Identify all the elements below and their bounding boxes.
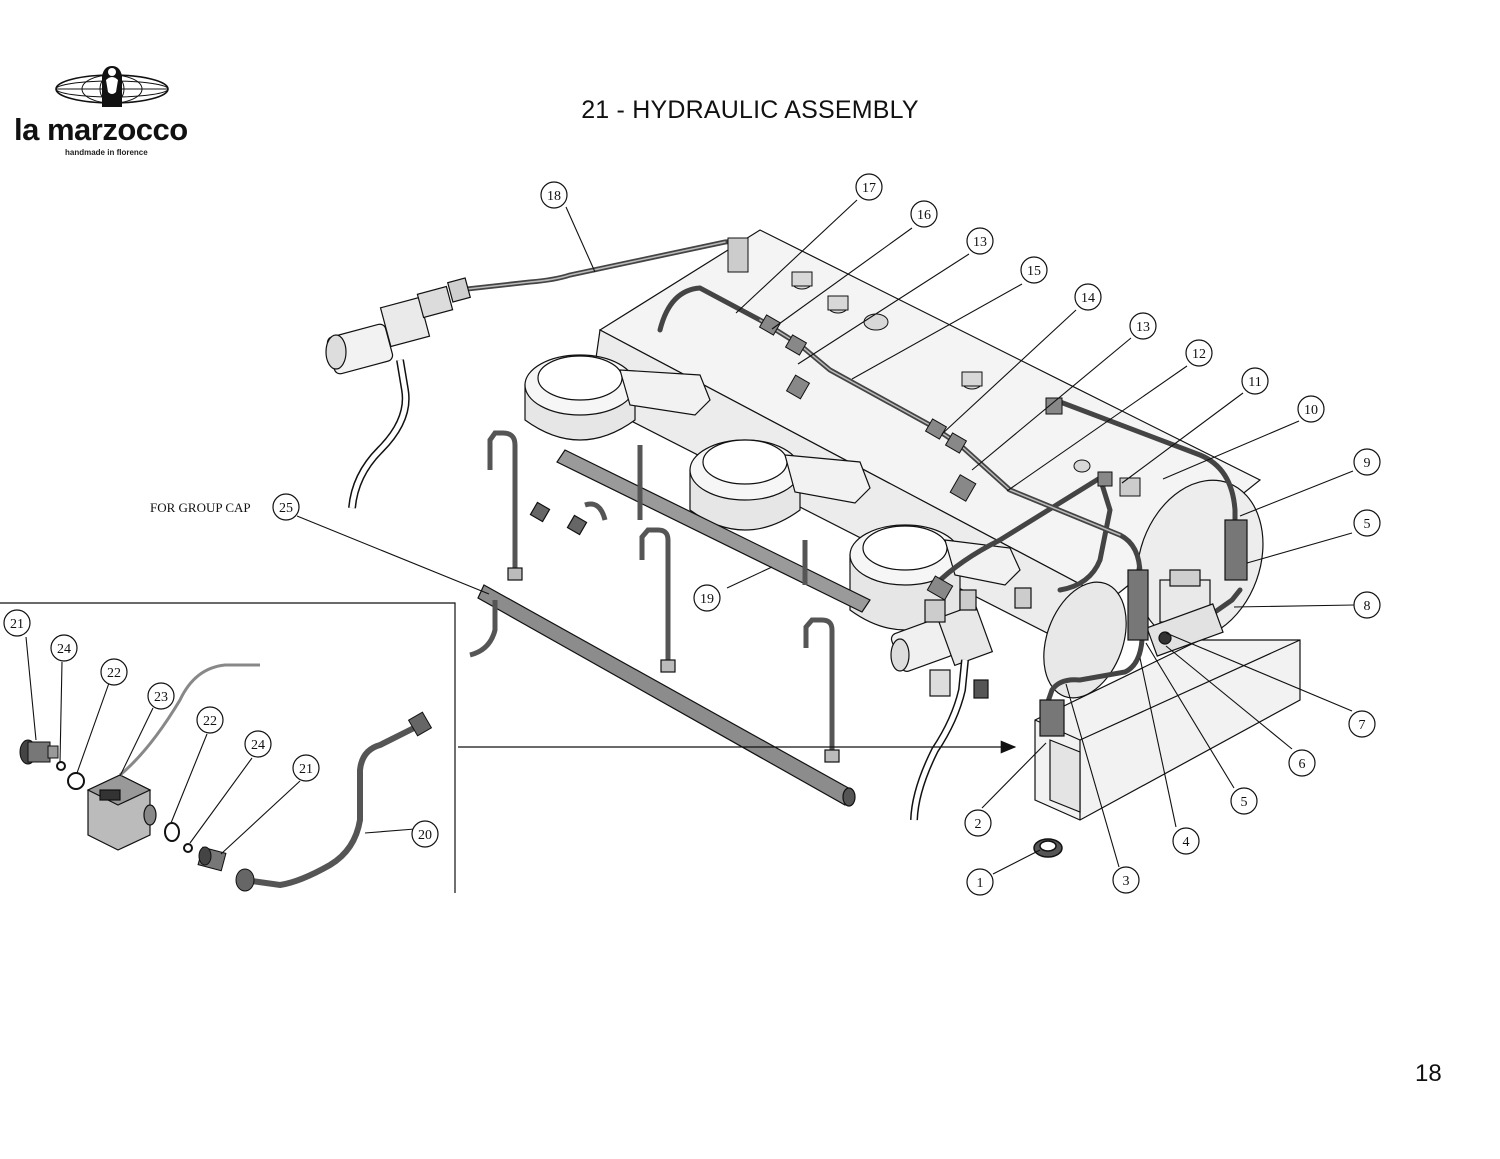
detail-inset [0, 602, 1017, 893]
flowmeter-23 [86, 663, 260, 851]
globe-lion-icon [55, 66, 169, 107]
o-ring-24-right [183, 843, 193, 853]
callout-label-c21b: 21 [299, 762, 313, 777]
pipe-fittings [727, 237, 1141, 601]
leader-lines [25, 199, 1355, 875]
callout-circle-c10 [1297, 395, 1325, 423]
callout-circle-c21b [292, 754, 320, 782]
group-head-1 [524, 354, 711, 441]
callout-circle-c2 [964, 809, 992, 837]
callout-label-c24a: 24 [57, 642, 71, 657]
callout-label-c5a: 5 [1364, 517, 1371, 532]
callout-circle-c7 [1348, 710, 1376, 738]
brand-tagline: handmade in florence [65, 148, 148, 157]
brand-wordmark: la marzocco [14, 112, 188, 147]
callout-circle-c9 [1353, 448, 1381, 476]
callout-label-c23: 23 [154, 690, 168, 705]
callout-label-c20: 20 [418, 828, 432, 843]
callout-circle-c8 [1353, 591, 1381, 619]
callout-circle-c3 [1112, 866, 1140, 894]
callout-label-c7: 7 [1359, 718, 1366, 733]
steam-wand [325, 277, 472, 509]
callout-label-c17: 17 [862, 181, 876, 196]
callout-label-c12: 12 [1192, 347, 1206, 362]
callout-label-c24b: 24 [251, 738, 265, 753]
group-head-3 [849, 524, 1021, 631]
callout-circle-c18 [540, 181, 568, 209]
callout-label-c10: 10 [1304, 403, 1318, 418]
page-title: 21 - HYDRAULIC ASSEMBLY [581, 96, 919, 124]
callout-label-c19: 19 [700, 592, 714, 607]
callout-label-c9: 9 [1364, 456, 1371, 471]
callout-label-c21a: 21 [10, 617, 24, 632]
callout-circle-c24b [244, 730, 272, 758]
gasket-22-right [164, 822, 180, 842]
page-number: 18 [1415, 1060, 1442, 1087]
callout-circle-c22b [196, 706, 224, 734]
callout-circle-c11 [1241, 367, 1269, 395]
brand-logo: la marzocco handmade in florence [10, 62, 205, 162]
callout-label-c3: 3 [1123, 874, 1130, 889]
callout-circle-c14 [1074, 283, 1102, 311]
callout-circle-c16 [910, 200, 938, 228]
distribution-pipe-19 [529, 445, 871, 613]
callout-label-c13a: 13 [973, 235, 987, 250]
group-cap-manifold-25 [469, 430, 856, 807]
callout-circle-c13b [1129, 312, 1157, 340]
callout-label-c25: 25 [279, 501, 293, 516]
callout-label-c6: 6 [1299, 757, 1306, 772]
callout-label-c16: 16 [917, 208, 931, 223]
callout-circle-c24a [50, 634, 78, 662]
callout-circle-c20 [411, 820, 439, 848]
callout-label-c4: 4 [1183, 835, 1190, 850]
callout-label-c14: 14 [1081, 291, 1095, 306]
callout-label-c13b: 13 [1136, 320, 1150, 335]
callout-circle-c21a [3, 609, 31, 637]
callout-label-c1: 1 [977, 876, 984, 891]
o-ring-24-left [56, 761, 66, 771]
callout-label-c15: 15 [1027, 264, 1041, 279]
gasket-22-left [67, 772, 85, 790]
callout-circle-c13a [966, 227, 994, 255]
callout-group: 1817161315141312111095876543211925212422… [3, 173, 1381, 896]
callout-label-c2: 2 [975, 817, 982, 832]
callout-circle-c6 [1288, 749, 1316, 777]
callout-circle-c19 [693, 584, 721, 612]
callout-circle-c22a [100, 658, 128, 686]
callout-circle-c25 [272, 493, 300, 521]
callout-circle-c1 [966, 868, 994, 896]
callout-circle-c12 [1185, 339, 1213, 367]
callout-label-c8: 8 [1364, 599, 1371, 614]
fitting-21-left [19, 739, 59, 765]
callout-label-c11: 11 [1248, 375, 1261, 390]
callout-label-c5b: 5 [1241, 795, 1248, 810]
boiler-fittings [791, 271, 1091, 473]
callout-circle-c4 [1172, 827, 1200, 855]
front-valves [890, 587, 1032, 821]
callout-circle-c23 [147, 682, 175, 710]
solenoid-valve [1039, 519, 1248, 737]
callout-label-c22b: 22 [203, 714, 217, 729]
group-head-2 [689, 439, 871, 531]
callout-label-c18: 18 [547, 189, 561, 204]
fitting-21-right [197, 846, 227, 872]
group-cap-note: FOR GROUP CAP [150, 500, 251, 515]
callout-circle-c15 [1020, 256, 1048, 284]
callout-circle-c17 [855, 173, 883, 201]
seal-ring-1 [1033, 838, 1063, 858]
callout-circle-c5a [1353, 509, 1381, 537]
callout-circle-c5b [1230, 787, 1258, 815]
callout-label-c22a: 22 [107, 666, 121, 681]
pipe-20 [235, 711, 433, 892]
